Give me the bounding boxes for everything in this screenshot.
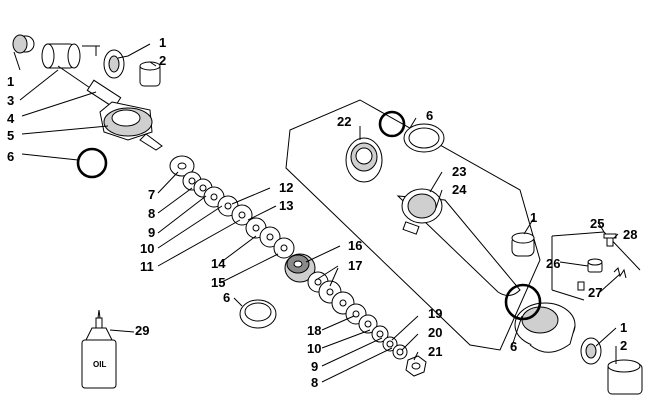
callout-1-bottom: 1 bbox=[620, 320, 627, 335]
oil-bottle-label: OIL bbox=[93, 360, 106, 369]
lower-eyelet-body bbox=[514, 302, 576, 353]
wear-band-6-top bbox=[403, 123, 445, 153]
valve-spring-27 bbox=[613, 267, 627, 279]
callout-10-top: 10 bbox=[140, 241, 154, 256]
callout-6-band: 6 bbox=[223, 290, 230, 305]
callout-2-bottom: 2 bbox=[620, 338, 627, 353]
callout-15: 15 bbox=[211, 275, 225, 290]
bushing-lower-right-outer bbox=[580, 337, 602, 365]
nut-21 bbox=[405, 355, 427, 377]
o-ring-lower bbox=[504, 283, 542, 321]
callout-18: 18 bbox=[307, 323, 321, 338]
callout-1-right: 1 bbox=[530, 210, 537, 225]
callout-4: 4 bbox=[7, 111, 15, 126]
sleeve-upper-left bbox=[41, 43, 81, 69]
callout-19: 19 bbox=[428, 306, 442, 321]
callout-labels: 1 2 1 3 4 5 6 7 8 9 10 11 12 13 14 15 6 … bbox=[7, 35, 637, 390]
callout-8-bottom: 8 bbox=[311, 375, 318, 390]
callout-22: 22 bbox=[337, 114, 351, 129]
washer-7 bbox=[169, 155, 195, 177]
callout-14: 14 bbox=[211, 256, 226, 271]
callout-29: 29 bbox=[135, 323, 149, 338]
callout-1-left: 1 bbox=[7, 74, 14, 89]
callout-17: 17 bbox=[348, 258, 362, 273]
leader-lines bbox=[13, 43, 621, 383]
sleeve-lower-right bbox=[607, 359, 643, 395]
valve-28 bbox=[603, 233, 617, 247]
callout-6-top: 6 bbox=[426, 108, 433, 123]
shim-stack-lower bbox=[307, 271, 408, 360]
callout-5: 5 bbox=[7, 128, 14, 143]
callout-3: 3 bbox=[7, 93, 14, 108]
callout-16: 16 bbox=[348, 238, 362, 253]
callout-10-bottom: 10 bbox=[307, 341, 321, 356]
valve-core-26 bbox=[577, 258, 603, 291]
callout-9-top: 9 bbox=[148, 225, 155, 240]
valve-bracket bbox=[551, 231, 641, 301]
body-tube-23 bbox=[396, 188, 521, 296]
o-ring-upper-left bbox=[76, 147, 108, 179]
callout-21: 21 bbox=[428, 344, 442, 359]
sleeve-upper-right bbox=[139, 61, 161, 87]
callout-26: 26 bbox=[546, 256, 560, 271]
bushing-upper-left-inner bbox=[103, 49, 125, 79]
callout-24: 24 bbox=[452, 182, 467, 197]
callout-6-bottom: 6 bbox=[510, 339, 517, 354]
shaft-eyelet bbox=[57, 65, 163, 151]
callout-7: 7 bbox=[148, 187, 155, 202]
bushing-upper-left-outer bbox=[12, 34, 35, 54]
callout-1-top: 1 bbox=[159, 35, 166, 50]
callout-12: 12 bbox=[279, 180, 293, 195]
callout-11: 11 bbox=[140, 259, 154, 274]
piston-band bbox=[239, 299, 277, 329]
callout-6-left: 6 bbox=[7, 149, 14, 164]
callout-25: 25 bbox=[590, 216, 604, 231]
callout-8-top: 8 bbox=[148, 206, 155, 221]
callout-2-top: 2 bbox=[159, 53, 166, 68]
callout-20: 20 bbox=[428, 325, 442, 340]
callout-28: 28 bbox=[623, 227, 637, 242]
bushing-lower-right-upper bbox=[511, 232, 535, 257]
callout-23: 23 bbox=[452, 164, 466, 179]
seal-head-22 bbox=[345, 137, 383, 183]
callout-27: 27 bbox=[588, 285, 602, 300]
shim-stack-upper bbox=[182, 171, 295, 259]
oil-bottle-29: OIL bbox=[81, 309, 117, 389]
callout-13: 13 bbox=[279, 198, 293, 213]
o-ring-22 bbox=[378, 110, 406, 138]
callout-9-bottom: 9 bbox=[311, 359, 318, 374]
